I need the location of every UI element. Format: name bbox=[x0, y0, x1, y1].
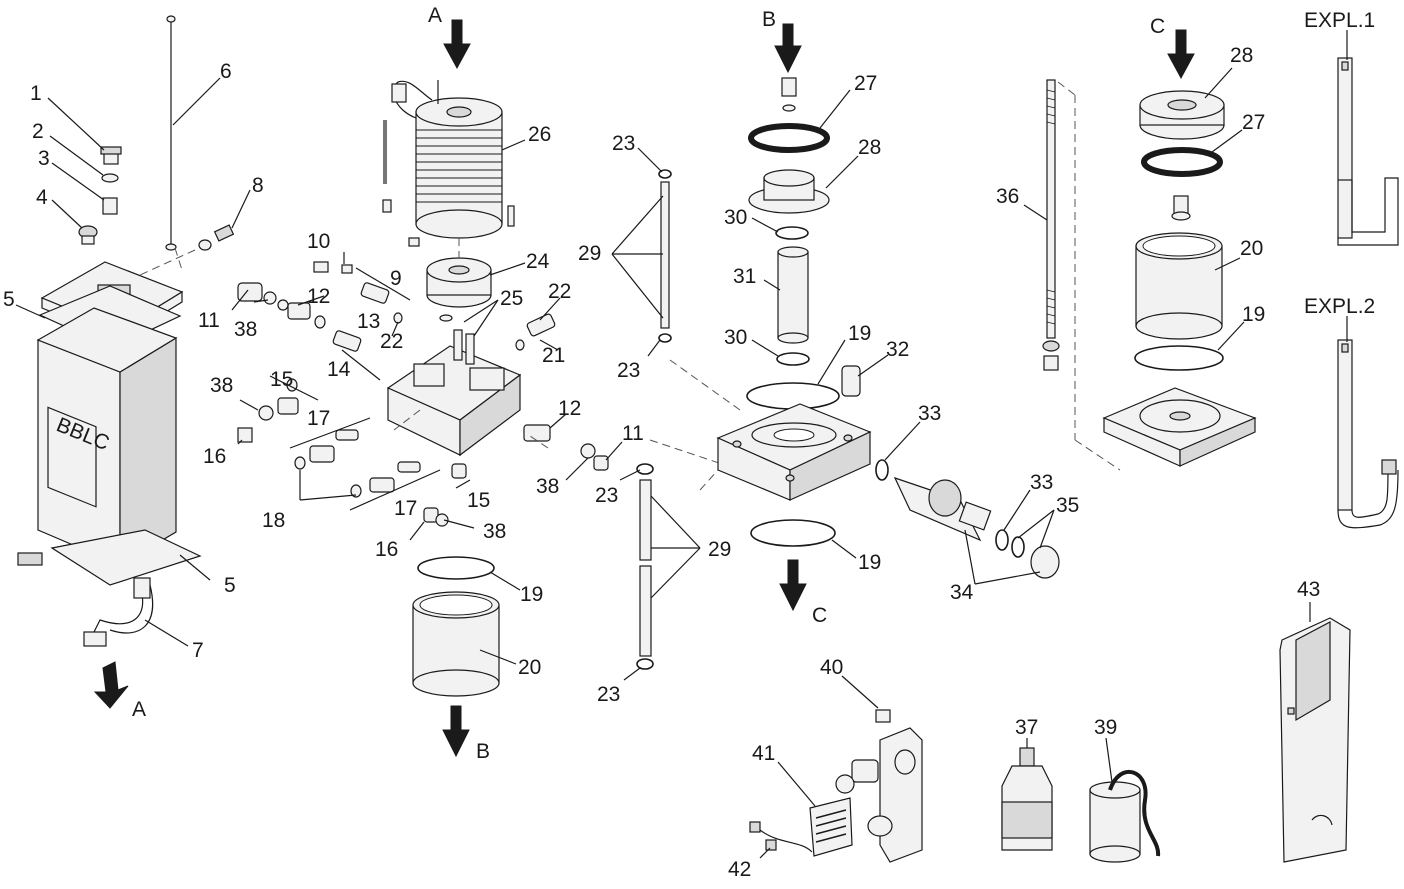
reservoir-assembly bbox=[1023, 29, 1257, 471]
label-40: 40 bbox=[820, 656, 843, 679]
label-27-b: 27 bbox=[1242, 111, 1265, 134]
arrow-b-top-label: B bbox=[762, 8, 776, 31]
label-23-c: 23 bbox=[595, 484, 618, 507]
label-30-a: 30 bbox=[724, 206, 747, 229]
label-20-b: 20 bbox=[1240, 237, 1263, 260]
label-23-d: 23 bbox=[597, 683, 620, 706]
label-12-left: 12 bbox=[307, 285, 330, 308]
label-34: 34 bbox=[950, 581, 974, 604]
label-32: 32 bbox=[886, 338, 909, 361]
label-25: 25 bbox=[500, 287, 523, 310]
arrow-b-top bbox=[774, 23, 802, 74]
label-26: 26 bbox=[528, 123, 551, 146]
tie-rods-assembly bbox=[611, 147, 741, 681]
arrow-letters: A A B B C C bbox=[132, 4, 1165, 763]
label-33-b: 33 bbox=[1030, 471, 1053, 494]
label-5-bottom: 5 bbox=[224, 574, 236, 597]
arrow-a-bottom-label: A bbox=[132, 698, 146, 721]
expl-1-label: EXPL.1 bbox=[1304, 9, 1375, 32]
label-11-right: 11 bbox=[622, 422, 644, 445]
label-30-b: 30 bbox=[724, 326, 747, 349]
label-24: 24 bbox=[526, 250, 550, 273]
label-19-b: 19 bbox=[848, 322, 871, 345]
label-38-b: 38 bbox=[210, 374, 233, 397]
control-box-assembly: BBLC bbox=[15, 15, 251, 709]
label-12-right: 12 bbox=[558, 397, 581, 420]
label-37: 37 bbox=[1015, 716, 1038, 739]
label-27-a: 27 bbox=[854, 72, 877, 95]
label-11-left: 11 bbox=[198, 309, 220, 332]
arrow-b-bottom-label: B bbox=[476, 740, 490, 763]
example-labels: EXPL.1 EXPL.2 bbox=[1304, 9, 1375, 318]
label-6: 6 bbox=[220, 60, 232, 83]
label-7: 7 bbox=[192, 639, 204, 662]
label-8: 8 bbox=[252, 174, 264, 197]
label-33-a: 33 bbox=[918, 402, 941, 425]
label-22-b: 22 bbox=[380, 330, 403, 353]
label-23-a: 23 bbox=[612, 132, 635, 155]
label-29-b: 29 bbox=[708, 538, 731, 561]
arrow-c-top-label: C bbox=[1150, 15, 1165, 38]
label-19-a: 19 bbox=[520, 583, 543, 606]
label-19-c: 19 bbox=[858, 551, 881, 574]
label-19-d: 19 bbox=[1242, 303, 1265, 326]
arrow-a-bottom bbox=[93, 661, 129, 709]
label-28-b: 28 bbox=[1230, 44, 1253, 67]
arrow-a-top bbox=[443, 19, 471, 70]
example-tools bbox=[1337, 30, 1399, 529]
label-16-right: 16 bbox=[375, 538, 398, 561]
accessories bbox=[749, 602, 1351, 863]
valve-block-assembly bbox=[231, 19, 623, 758]
label-38-a: 38 bbox=[234, 318, 257, 341]
label-1: 1 bbox=[30, 82, 42, 105]
label-28-a: 28 bbox=[858, 136, 881, 159]
cylinder-head-assembly bbox=[699, 23, 1060, 612]
label-3: 3 bbox=[38, 147, 50, 170]
label-13: 13 bbox=[357, 310, 380, 333]
label-38-d: 38 bbox=[483, 520, 506, 543]
label-38-c: 38 bbox=[536, 475, 559, 498]
label-21: 21 bbox=[542, 344, 565, 367]
label-5-top: 5 bbox=[3, 288, 15, 311]
label-15-right: 15 bbox=[467, 489, 490, 512]
label-2: 2 bbox=[32, 120, 44, 143]
label-43: 43 bbox=[1297, 578, 1320, 601]
expl-2-label: EXPL.2 bbox=[1304, 295, 1375, 318]
label-15-left: 15 bbox=[270, 368, 293, 391]
part-number-labels: 1 2 3 4 5 5 6 7 8 9 10 11 11 12 12 13 14… bbox=[3, 44, 1320, 881]
label-22-a: 22 bbox=[548, 280, 571, 303]
label-39: 39 bbox=[1094, 716, 1117, 739]
label-29-a: 29 bbox=[578, 242, 601, 265]
label-35: 35 bbox=[1056, 494, 1079, 517]
label-18: 18 bbox=[262, 509, 285, 532]
label-31: 31 bbox=[733, 265, 756, 288]
label-4: 4 bbox=[36, 186, 48, 209]
label-41: 41 bbox=[752, 742, 775, 765]
label-9: 9 bbox=[390, 267, 402, 290]
label-10: 10 bbox=[307, 230, 330, 253]
label-17-bottom: 17 bbox=[394, 497, 417, 520]
label-16-left: 16 bbox=[203, 445, 226, 468]
arrow-b-bottom bbox=[442, 705, 470, 758]
arrow-c-top bbox=[1167, 29, 1195, 80]
label-20-a: 20 bbox=[518, 656, 541, 679]
label-14: 14 bbox=[327, 358, 351, 381]
label-23-b: 23 bbox=[617, 359, 640, 382]
label-42: 42 bbox=[728, 858, 751, 881]
label-17-top: 17 bbox=[307, 407, 330, 430]
arrow-a-top-label: A bbox=[428, 4, 442, 27]
arrow-c-bottom-label: C bbox=[812, 604, 827, 627]
arrow-c-bottom bbox=[779, 559, 807, 612]
label-36: 36 bbox=[996, 185, 1019, 208]
